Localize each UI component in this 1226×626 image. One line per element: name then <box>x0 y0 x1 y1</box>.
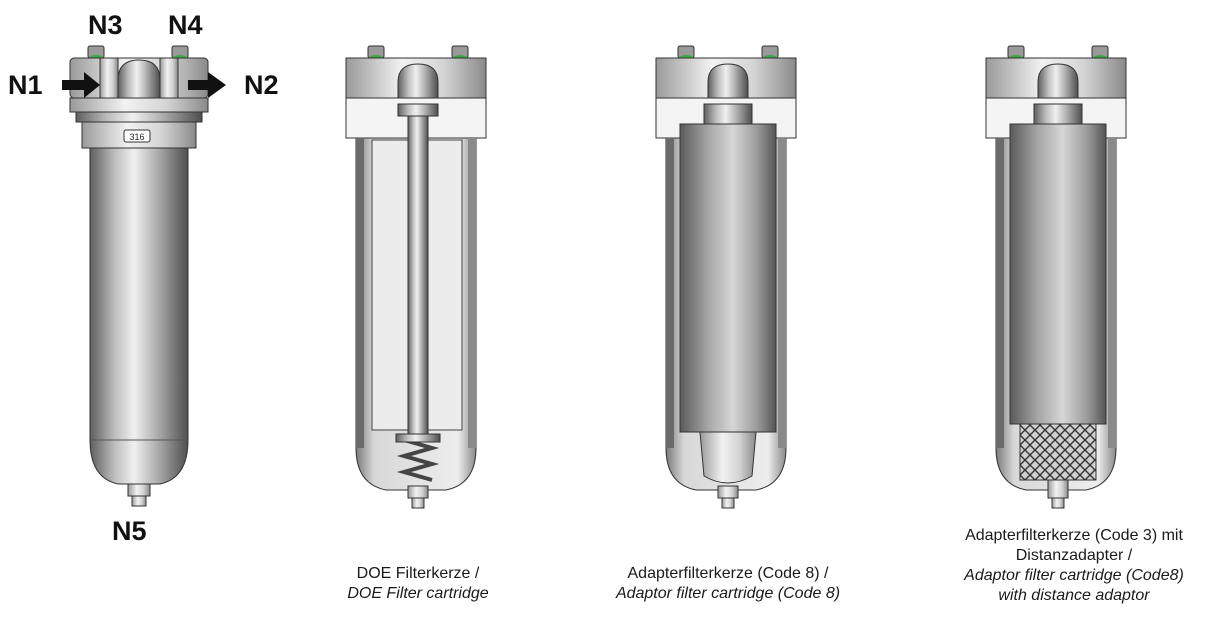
caption-english-line: with distance adaptor <box>998 587 1150 604</box>
inlet-arrow <box>62 72 100 98</box>
cutaway-doe-cartridge <box>345 45 487 509</box>
caption-german-line: DOE Filterkerze / <box>356 565 480 582</box>
caption-doe-cartridge: DOE Filterkerze / DOE Filter cartridge <box>318 564 518 604</box>
port-label-n3: N3 <box>88 10 123 40</box>
port-label-n4: N4 <box>168 10 203 40</box>
caption-adaptor-code3-distance: Adapterfilterkerze (Code 3) mit Distanza… <box>924 526 1224 606</box>
caption-german-line: Adapterfilterkerze (Code 3) mit <box>965 527 1183 544</box>
outlet-arrow <box>188 72 226 98</box>
distance-adaptor <box>1019 423 1097 481</box>
housing-exterior: 316 <box>69 45 209 507</box>
port-label-n5: N5 <box>112 516 147 546</box>
cutaway-adaptor-code3-distance <box>985 45 1127 509</box>
caption-german-line: Distanzadapter / <box>1015 547 1133 564</box>
caption-adaptor-code8: Adapterfilterkerze (Code 8) / Adaptor fi… <box>578 564 878 604</box>
caption-english-line: Adaptor filter cartridge (Code8) <box>964 567 1184 584</box>
caption-german-line: Adapterfilterkerze (Code 8) / <box>627 565 829 582</box>
caption-english-line: DOE Filter cartridge <box>347 585 489 602</box>
cutaway-adaptor-code8 <box>655 45 797 509</box>
port-label-n2: N2 <box>244 70 279 100</box>
caption-english-line: Adaptor filter cartridge (Code 8) <box>615 585 841 602</box>
port-label-n1: N1 <box>8 70 43 100</box>
housing-badge: 316 <box>129 132 144 142</box>
